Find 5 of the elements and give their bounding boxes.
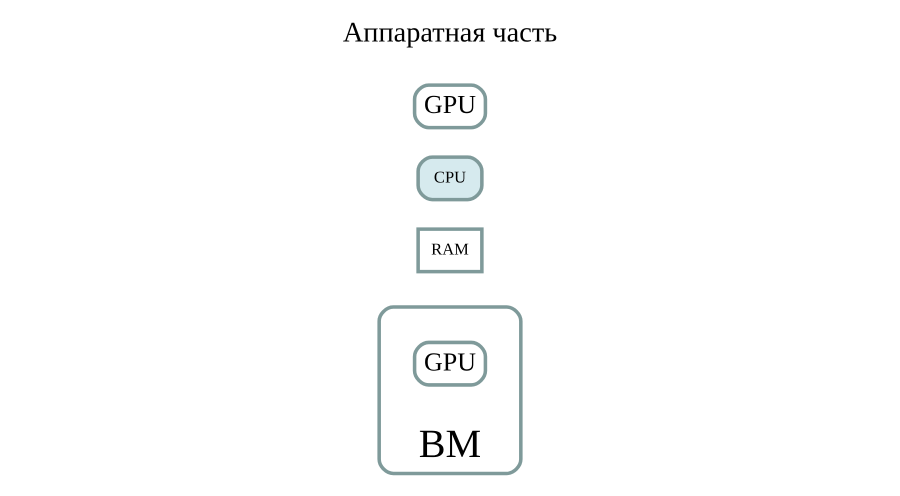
node-box: CPU bbox=[416, 155, 484, 202]
node-box: GPU bbox=[412, 340, 488, 387]
label: Аппаратная часть bbox=[342, 18, 558, 49]
node-box: GPU bbox=[412, 83, 488, 130]
node-box: RAM bbox=[416, 227, 484, 274]
